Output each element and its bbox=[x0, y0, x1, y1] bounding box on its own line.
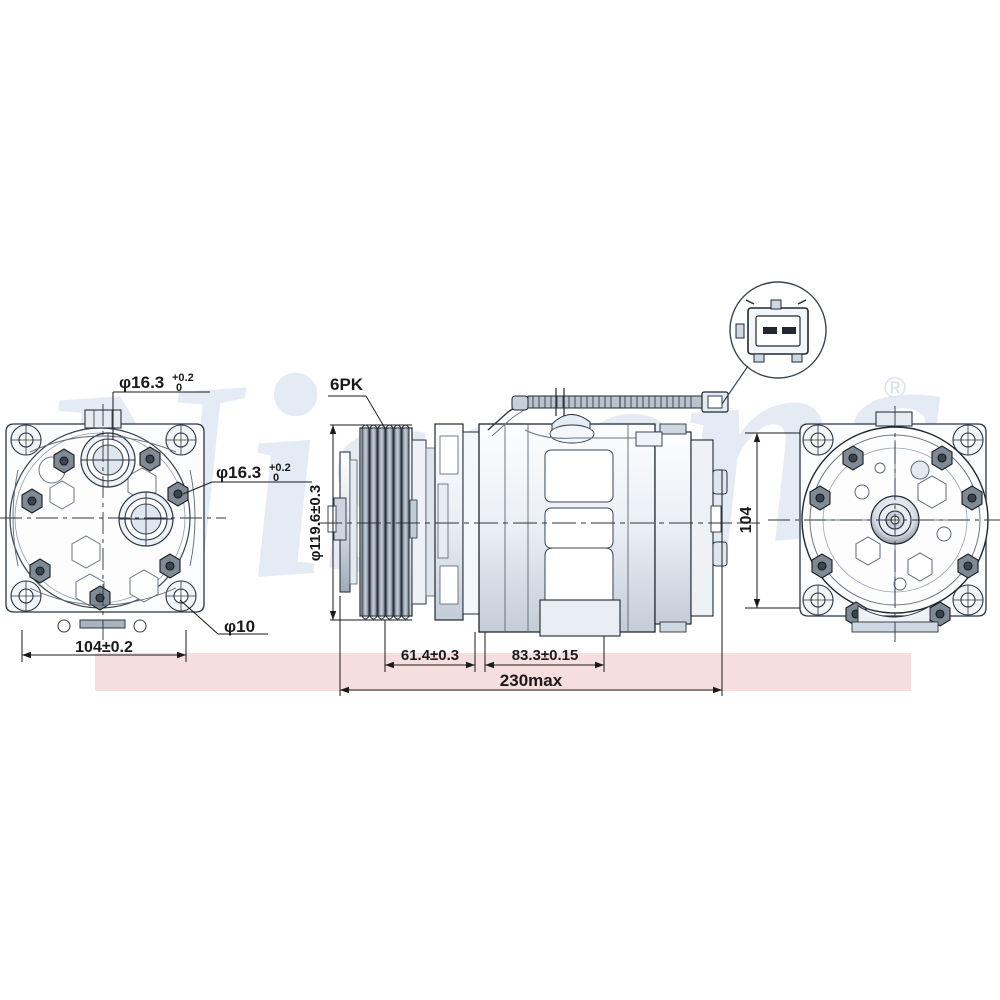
dim-mount-hole-leader bbox=[179, 599, 268, 635]
label-bore-lower-value: φ16.3 bbox=[216, 463, 261, 482]
dim-front-height bbox=[745, 432, 800, 609]
detail-leader-line bbox=[721, 365, 749, 405]
pulley-grooves bbox=[361, 427, 410, 617]
rear-internal-pockets bbox=[38, 456, 159, 607]
rear-port-lower bbox=[118, 491, 174, 547]
label-len-clutch: 61.4±0.3 bbox=[401, 647, 459, 664]
rear-bottom-feet bbox=[57, 619, 147, 633]
dim-bore-lower-leader bbox=[182, 481, 312, 495]
label-bore-upper-tol-minus: 0 bbox=[176, 382, 182, 394]
front-bolt-heads bbox=[809, 445, 983, 627]
clutch-pulley-assembly bbox=[327, 424, 436, 620]
label-belt-profile: 6PK bbox=[330, 375, 364, 394]
dim-len-overall bbox=[339, 470, 723, 696]
rear-head bbox=[654, 423, 728, 633]
rear-bolt-heads bbox=[21, 446, 189, 611]
registered-trademark-icon: ® bbox=[884, 372, 906, 405]
dim-belt-profile-leader bbox=[328, 395, 387, 431]
dim-len-clutch bbox=[384, 620, 476, 672]
view-side-elevation bbox=[318, 388, 760, 637]
label-bore-upper: φ16.3 +0.2 0 bbox=[119, 372, 194, 394]
label-front-height: 104 bbox=[738, 507, 755, 534]
front-bottom-skirt bbox=[857, 605, 931, 625]
label-pulley-diameter: φ119.6±0.3 bbox=[307, 485, 324, 562]
connector-latch bbox=[770, 299, 782, 310]
body-bottom-foot bbox=[539, 599, 621, 637]
front-face-pockets bbox=[854, 460, 952, 591]
label-mount-width: 104±0.2 bbox=[75, 639, 133, 656]
label-bore-upper-tol-plus: +0.2 bbox=[172, 372, 194, 384]
harness-boot bbox=[511, 395, 529, 411]
front-corner-bosses bbox=[802, 424, 984, 616]
connector-pin-1 bbox=[763, 327, 777, 334]
label-bore-upper-value: φ16.3 bbox=[119, 373, 164, 392]
wiring-harness bbox=[487, 388, 729, 447]
label-len-body: 83.3±0.15 bbox=[512, 647, 579, 664]
harness-sleeve-left bbox=[527, 395, 621, 409]
front-housing bbox=[434, 423, 480, 621]
label-bore-lower-tol-plus: +0.2 bbox=[269, 462, 291, 474]
compressor-body bbox=[478, 414, 656, 637]
label-mount-hole: φ10 bbox=[224, 617, 255, 636]
dim-bore-upper-leader bbox=[112, 391, 210, 440]
connector-pin-2 bbox=[782, 327, 796, 334]
dim-len-body bbox=[484, 632, 605, 672]
dim-mount-width bbox=[21, 630, 187, 662]
dim-pulley-diameter bbox=[329, 424, 412, 621]
rear-corner-bosses bbox=[10, 424, 197, 612]
front-top-boss bbox=[875, 411, 913, 427]
label-bore-lower-tol-minus: 0 bbox=[273, 472, 279, 484]
connector-cavity bbox=[755, 315, 801, 347]
front-view-centerlines bbox=[768, 406, 1000, 642]
connector-detail-callout bbox=[721, 281, 827, 405]
harness-break-symbol bbox=[555, 388, 565, 416]
dimension-lines bbox=[21, 391, 800, 696]
rear-port-upper bbox=[80, 432, 136, 488]
highlight-band bbox=[95, 653, 911, 691]
view-rear-end bbox=[5, 409, 205, 633]
view-front-end bbox=[799, 411, 989, 633]
label-bore-lower: φ16.3 +0.2 0 bbox=[216, 462, 291, 484]
rear-view-centerlines bbox=[0, 404, 226, 640]
label-len-overall: 230max bbox=[500, 671, 563, 690]
